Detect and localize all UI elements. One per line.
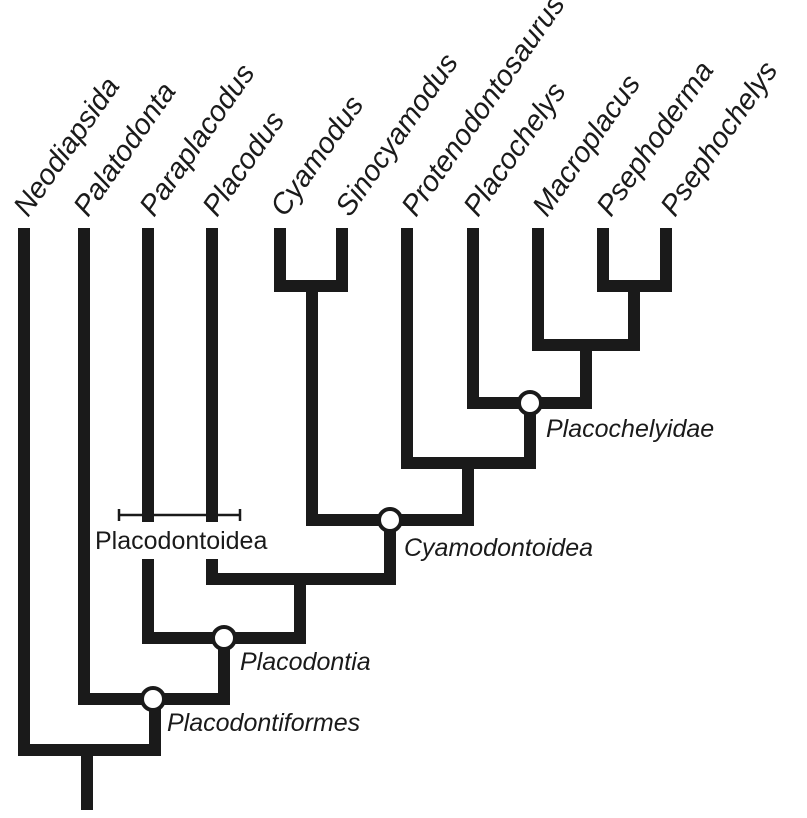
branch-cyamodus-sinocyamodus: [274, 228, 348, 292]
clade-label-placodontia: Placodontia: [240, 648, 371, 676]
placodontoidea-bracket: Placodontoidea: [95, 509, 267, 555]
branch-placodus-lower: [206, 520, 396, 585]
clade-label-placochelyidae: Placochelyidae: [546, 415, 714, 443]
branch-neodiapsida: [18, 228, 161, 756]
branch-protenodontosaurus: [401, 228, 536, 469]
clade-nodes: [140, 390, 543, 712]
branch-psephoderma-psephochelys: [597, 228, 672, 292]
clade-label-placodontiformes: Placodontiformes: [167, 709, 360, 737]
branch-cyamodontoidea: [306, 286, 474, 526]
node-placodontiformes: [140, 686, 166, 712]
node-cyamodontoidea: [377, 507, 403, 533]
clade-label-cyamodontoidea: Cyamodontoidea: [404, 534, 593, 562]
group-label-placodontoidea: Placodontoidea: [95, 527, 267, 555]
clade-labels: Placodontiformes Placodontia Cyamodontoi…: [167, 415, 714, 737]
branch-placochelys: [467, 228, 592, 409]
branch-macroplacus: [532, 228, 640, 351]
taxon-labels: Neodiapsida Palatodonta Paraplacodus Pla…: [8, 0, 785, 222]
node-placodontia: [211, 625, 237, 651]
node-placochelyidae: [517, 390, 543, 416]
